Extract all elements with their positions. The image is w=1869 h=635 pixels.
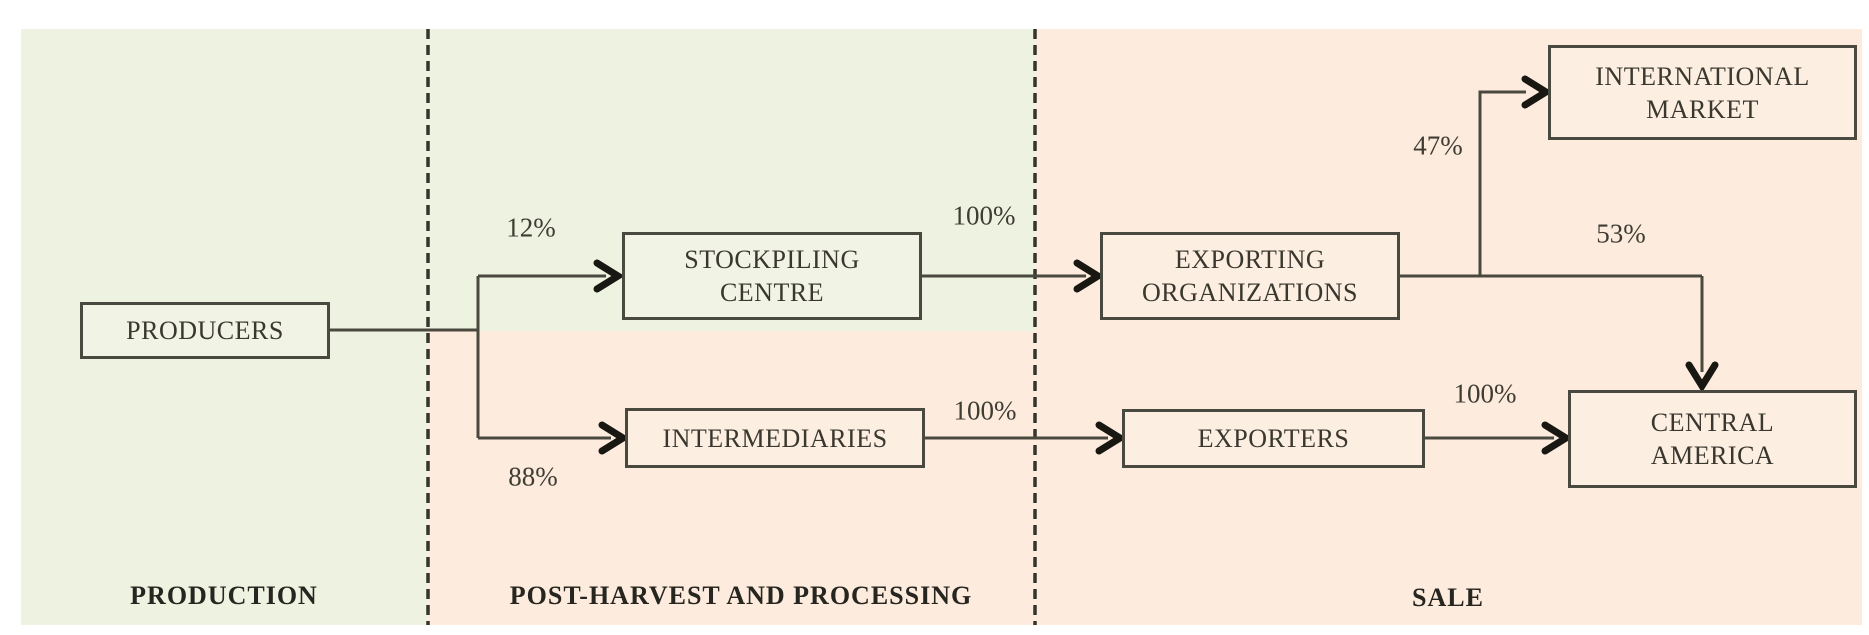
arrowhead-exporting-organizations — [1073, 259, 1105, 293]
edge-label-exporting-international: 47% — [1413, 130, 1463, 161]
node-stockpiling-centre: STOCKPILING CENTRE — [622, 232, 922, 320]
arrowhead-intermediaries — [598, 421, 630, 455]
node-exporting-organizations-label-line1: EXPORTING — [1174, 245, 1326, 274]
edge-label-exporting-central-america: 53% — [1596, 218, 1646, 249]
node-intermediaries: INTERMEDIARIES — [625, 408, 925, 468]
section-post-harvest-bottom-background — [428, 331, 1035, 625]
edge-label-producers-stockpiling: 12% — [506, 212, 556, 243]
node-central-america: CENTRAL AMERICA — [1568, 390, 1857, 488]
node-stockpiling-centre-label-line2: CENTRE — [719, 278, 825, 307]
arrowhead-stockpiling-centre — [593, 259, 625, 293]
arrowhead-central-america-down — [1685, 361, 1719, 393]
node-exporters-label: EXPORTERS — [1197, 424, 1350, 453]
node-intermediaries-label: INTERMEDIARIES — [662, 423, 888, 453]
node-exporters: EXPORTERS — [1122, 409, 1425, 468]
node-international-market-label-line2: MARKET — [1646, 94, 1759, 124]
node-producers: PRODUCERS — [80, 302, 330, 359]
node-international-market-label-line1: INTERNATIONAL — [1595, 61, 1810, 91]
section-label-sale: SALE — [1412, 583, 1484, 612]
arrowhead-central-america-right — [1541, 421, 1573, 455]
arrowhead-international-market — [1521, 75, 1553, 109]
edge-label-exporters-central-america: 100% — [1453, 378, 1517, 409]
edge-label-producers-intermediaries: 88% — [508, 461, 558, 492]
connector-exporting-international — [1478, 90, 1526, 276]
section-label-post-harvest: POST-HARVEST AND PROCESSING — [509, 581, 973, 610]
arrowhead-exporters — [1095, 421, 1127, 455]
node-stockpiling-centre-label-line1: STOCKPILING — [684, 245, 860, 274]
node-central-america-label-line2: AMERICA — [1650, 441, 1775, 470]
node-exporting-organizations-label-line2: ORGANIZATIONS — [1142, 278, 1358, 307]
node-producers-label: PRODUCERS — [126, 316, 284, 345]
node-international-market: INTERNATIONAL MARKET — [1548, 45, 1857, 140]
edge-label-stockpiling-exporting: 100% — [952, 200, 1016, 231]
node-central-america-label-line1: CENTRAL — [1650, 408, 1775, 437]
section-label-production: PRODUCTION — [130, 581, 318, 610]
edge-label-intermediaries-exporters: 100% — [953, 395, 1017, 426]
node-exporting-organizations: EXPORTING ORGANIZATIONS — [1100, 232, 1400, 320]
